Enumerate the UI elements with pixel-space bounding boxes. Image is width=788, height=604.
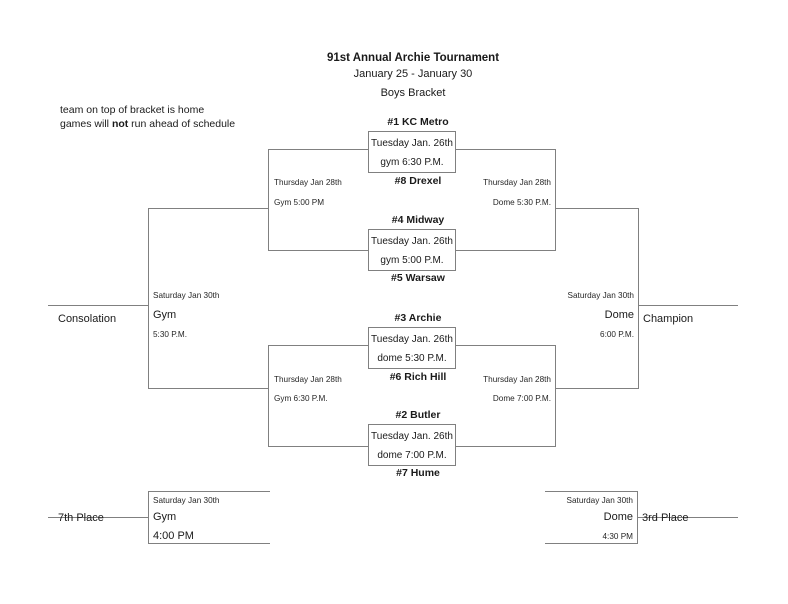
third-place-label: 3rd Place <box>642 512 689 524</box>
semifinal-lower-left-connector <box>268 345 269 447</box>
round1-game-1-top-team: #4 Midway <box>391 214 445 226</box>
note-home-team: team on top of bracket is home <box>60 104 205 116</box>
seventh-place-connector <box>148 491 149 544</box>
seventh-place-bottom-feed <box>148 543 270 544</box>
consolation-output <box>48 305 148 306</box>
championship-label: Champion <box>643 313 694 325</box>
championship-date: Saturday Jan 30th <box>567 291 634 300</box>
note-schedule-suffix: run ahead of schedule <box>128 118 236 130</box>
consolation-time: 5:30 P.M. <box>153 330 187 339</box>
semifinal-lower-left-date: Thursday Jan 28th <box>274 375 342 384</box>
championship-time: 6:00 P.M. <box>600 330 634 339</box>
semifinal-lower-right-output <box>555 388 638 389</box>
round1-game-3-venue-time: dome 7:00 P.M. <box>377 450 447 461</box>
round1-game-0-venue-time: gym 6:30 P.M. <box>380 157 444 168</box>
semifinal-upper-right-connector <box>555 149 556 251</box>
third-place-bottom-feed <box>545 543 637 544</box>
semifinal-upper-left-top-feed <box>268 149 368 150</box>
semifinal-lower-left-output <box>148 388 268 389</box>
semifinal-upper-right-bottom-feed <box>455 250 555 251</box>
semifinal-upper-right-top-feed <box>455 149 555 150</box>
round1-game-3-date: Tuesday Jan. 26th <box>371 431 453 442</box>
third-place-top-feed <box>545 491 637 492</box>
seventh-place-date: Saturday Jan 30th <box>153 496 220 505</box>
round1-game-1-box: Tuesday Jan. 26th gym 5:00 P.M. <box>368 229 456 271</box>
semifinal-upper-left-output <box>148 208 268 209</box>
semifinal-lower-left-venue-time: Gym 6:30 P.M. <box>274 394 328 403</box>
round1-game-1-date: Tuesday Jan. 26th <box>371 236 453 247</box>
round1-game-3-bottom-team: #7 Hume <box>396 467 440 479</box>
round1-game-1-venue-time: gym 5:00 P.M. <box>380 255 444 266</box>
seventh-place-time: 4:00 PM <box>153 530 194 542</box>
seventh-place-top-feed <box>148 491 270 492</box>
round1-game-1-bottom-team: #5 Warsaw <box>391 272 445 284</box>
seventh-place-output <box>48 517 148 518</box>
round1-game-3-top-team: #2 Butler <box>395 409 441 421</box>
semifinal-lower-left-bottom-feed <box>268 446 368 447</box>
semifinal-lower-right-venue-time: Dome 7:00 P.M. <box>492 394 551 403</box>
seventh-place-venue: Gym <box>153 511 177 523</box>
third-place-venue: Dome <box>603 511 633 523</box>
semifinal-upper-left-bottom-feed <box>268 250 368 251</box>
round1-game-2-box: Tuesday Jan. 26th dome 5:30 P.M. <box>368 327 456 369</box>
round1-game-2-date: Tuesday Jan. 26th <box>371 334 453 345</box>
third-place-date: Saturday Jan 30th <box>566 496 633 505</box>
tournament-dates: January 25 - January 30 <box>353 68 473 80</box>
round1-game-0-top-team: #1 KC Metro <box>387 116 449 128</box>
semifinal-upper-right-date: Thursday Jan 28th <box>483 178 551 187</box>
consolation-venue: Gym <box>153 309 177 321</box>
semifinal-lower-right-top-feed <box>455 345 555 346</box>
note-schedule-emphasis: not <box>111 118 129 130</box>
round1-game-3-box: Tuesday Jan. 26th dome 7:00 P.M. <box>368 424 456 466</box>
note-schedule-prefix: games will <box>60 118 112 130</box>
semifinal-upper-left-connector <box>268 149 269 251</box>
note-schedule: games will not run ahead of schedule <box>60 118 236 131</box>
semifinal-lower-right-bottom-feed <box>455 446 555 447</box>
third-place-time: 4:30 PM <box>602 532 634 541</box>
round1-game-0-bottom-team: #8 Drexel <box>394 175 442 187</box>
round1-game-2-bottom-team: #6 Rich Hill <box>389 371 447 383</box>
round1-game-0-box: Tuesday Jan. 26th gym 6:30 P.M. <box>368 131 456 173</box>
semifinal-upper-right-output <box>555 208 638 209</box>
semifinal-lower-right-connector <box>555 345 556 447</box>
seventh-place-label: 7th Place <box>58 512 104 524</box>
consolation-label: Consolation <box>58 313 117 325</box>
round1-game-0-date: Tuesday Jan. 26th <box>371 138 453 149</box>
bracket-name: Boys Bracket <box>380 87 446 99</box>
championship-connector <box>638 208 639 389</box>
semifinal-upper-left-venue-time: Gym 5:00 PM <box>274 198 325 207</box>
semifinal-lower-right-date: Thursday Jan 28th <box>483 375 551 384</box>
consolation-date: Saturday Jan 30th <box>153 291 220 300</box>
semifinal-upper-right-venue-time: Dome 5:30 P.M. <box>492 198 551 207</box>
third-place-output <box>637 517 738 518</box>
consolation-connector <box>148 208 149 389</box>
round1-game-2-top-team: #3 Archie <box>394 312 442 324</box>
page-title: 91st Annual Archie Tournament <box>326 52 500 64</box>
semifinal-lower-left-top-feed <box>268 345 368 346</box>
championship-venue: Dome <box>604 309 634 321</box>
semifinal-upper-left-date: Thursday Jan 28th <box>274 178 342 187</box>
round1-game-2-venue-time: dome 5:30 P.M. <box>377 353 447 364</box>
championship-output <box>638 305 738 306</box>
